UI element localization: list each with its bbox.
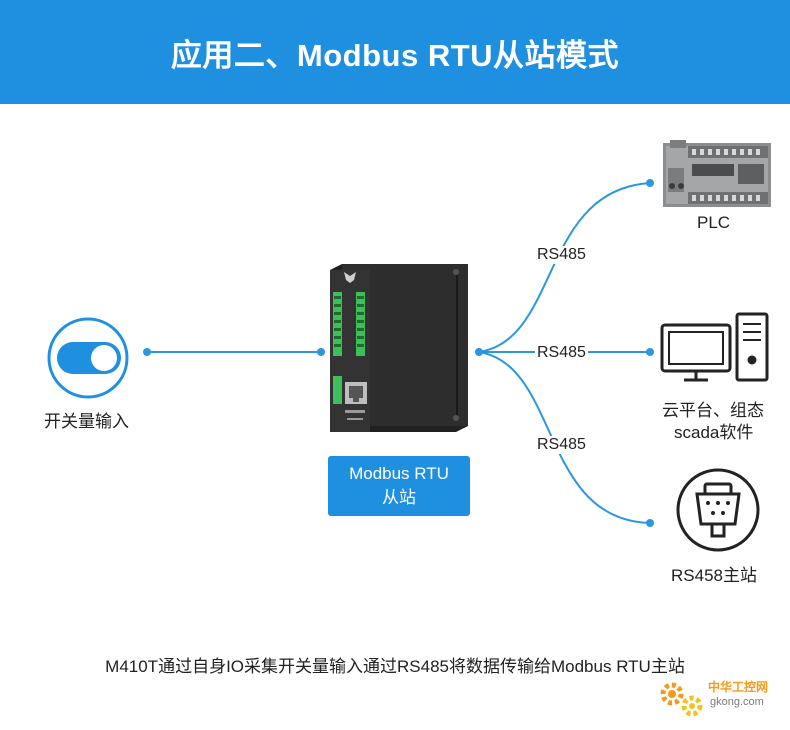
switch-label: 开关量输入 [44,412,129,431]
switch-link-dot [143,348,151,356]
toggle-switch-icon [47,317,129,399]
watermark: 中华工控网 gkong.com [656,676,782,720]
badge-line-1: Modbus RTU [349,464,449,483]
diagram-caption: M410T通过自身IO采集开关量输入通过RS485将数据传输给Modbus RT… [105,657,685,676]
master-label: RS458主站 [671,566,757,585]
plc-label: PLC [697,213,731,232]
plc-link-dot [646,179,654,187]
serial-connector-icon [676,468,760,552]
page-title: 应用二、Modbus RTU从站模式 [170,37,620,73]
gear-icon [660,682,703,717]
m410t-device-icon [330,264,468,432]
badge-line-2: 从站 [382,488,416,507]
bus-label-plc: RS485 [535,246,588,264]
cloud-label-line-2: scada软件 [674,423,754,442]
computer-icon [660,312,769,382]
cloud-link-dot [646,348,654,356]
device-left-dot [317,348,325,356]
master-link-dot [646,519,654,527]
bus-label-cloud: RS485 [535,344,588,362]
header-banner: 应用二、Modbus RTU从站模式 [0,0,790,104]
bus-label-master: RS485 [535,436,588,454]
link-to-plc [478,182,651,353]
watermark-line-1: 中华工控网 [708,680,769,694]
device-role-badge: Modbus RTU 从站 [328,456,470,516]
cloud-label-line-1: 云平台、组态 [662,401,764,420]
watermark-line-2: gkong.com [710,696,764,708]
plc-icon [663,140,771,207]
